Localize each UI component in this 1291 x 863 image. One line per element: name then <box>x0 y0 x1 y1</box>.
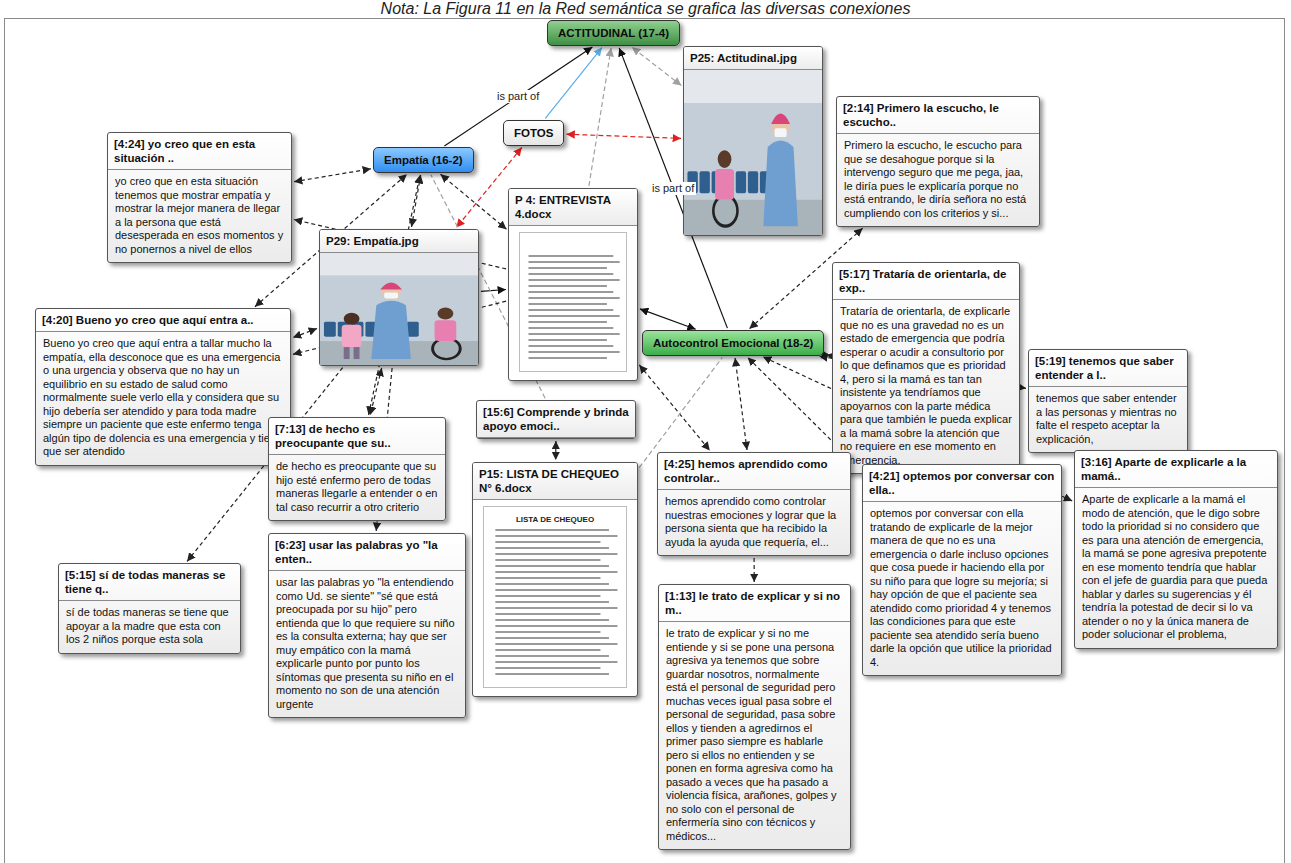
quotation-box: [6:23] usar las palabras yo "la enten..u… <box>268 533 466 718</box>
document-name: P25: Actitudinal.jpg <box>684 47 822 70</box>
quotation-heading: [4:24] yo creo que en esta situación .. <box>108 133 291 170</box>
image-document: P29: Empatía.jpg <box>319 229 479 366</box>
text-document: P 4: ENTREVISTA 4.docx <box>508 188 638 381</box>
photo <box>684 70 822 235</box>
text-document: P15: LISTA DE CHEQUEO N° 6.docxLISTA DE … <box>472 462 638 697</box>
quotation-body: optemos por conversar con ella tratando … <box>863 502 1061 675</box>
document-thumbnail <box>484 507 626 687</box>
quotation-heading: [4:21] optemos por conversar con ella.. <box>863 465 1061 502</box>
quotation-heading: [4:25] hemos aprendido como controlar.. <box>658 453 850 490</box>
code-name: Autocontrol Emocional (18-2) <box>653 337 813 349</box>
quotation-body: usar las palabras yo "la entendiendo com… <box>269 571 465 717</box>
connector <box>412 175 421 227</box>
document-page: LISTA DE CHEQUEO <box>483 506 627 688</box>
connector <box>441 174 507 229</box>
quotation-heading: [5:17] Trataría de orientarla, de exp.. <box>833 263 1019 300</box>
quotation-heading: [15:6] Comprende y brinda apoyo emoci.. <box>477 401 635 438</box>
photo <box>320 253 478 365</box>
code-name: Empatía (16-2) <box>384 154 463 166</box>
document-name: P15: LISTA DE CHEQUEO N° 6.docx <box>473 463 637 500</box>
quotation-box: [4:21] optemos por conversar con ella..o… <box>862 464 1062 676</box>
quotation-heading: [2:14] Primero la escucho, le escucho.. <box>837 97 1039 134</box>
figure-note: Nota: La Figura 11 en la Red semántica s… <box>0 0 1291 17</box>
document-thumbnail <box>520 233 626 371</box>
connector <box>444 47 592 146</box>
quotation-heading: [3:16] Aparte de explicarle a la mamá.. <box>1075 451 1277 488</box>
code-box: ACTITUDINAL (17-4) <box>547 20 680 46</box>
quotation-heading: [6:23] usar las palabras yo "la enten.. <box>269 534 465 571</box>
connector <box>370 368 382 415</box>
code-box: Empatía (16-2) <box>373 147 474 173</box>
connector <box>481 290 506 292</box>
document-title: LISTA DE CHEQUEO <box>484 515 626 524</box>
connector <box>826 355 830 357</box>
quotation-body: Trataría de orientarla, de explicarle qu… <box>833 300 1019 473</box>
connector <box>632 47 682 85</box>
quotation-body: Aparte de explicarle a la mamá el modo d… <box>1075 488 1277 648</box>
quotation-box: [15:6] Comprende y brinda apoyo emoci.. <box>476 400 636 439</box>
document-name: P29: Empatía.jpg <box>320 230 478 253</box>
quotation-body: yo creo que en esta situación tenemos qu… <box>108 170 291 262</box>
quotation-body: le trato de explicar y si no me entiende… <box>659 622 850 849</box>
connector <box>589 48 611 186</box>
connector <box>294 169 371 182</box>
quotation-heading: [7:13] de hecho es preocupante que su.. <box>269 418 445 455</box>
connector <box>566 134 681 138</box>
connector <box>640 309 696 329</box>
quotation-box: [3:16] Aparte de explicarle a la mamá..A… <box>1074 450 1278 649</box>
quotation-body: Primero la escucho, le escucho para que … <box>837 134 1039 226</box>
code-box: Autocontrol Emocional (18-2) <box>642 330 824 356</box>
connector <box>545 48 602 119</box>
document-name: P 4: ENTREVISTA 4.docx <box>509 189 637 226</box>
quotation-box: [4:25] hemos aprendido como controlar..h… <box>657 452 851 556</box>
connector <box>753 558 754 582</box>
connector <box>639 365 710 451</box>
code-name: FOTOS <box>514 127 553 139</box>
quotation-box: [1:13] le trato de explicar y si no m..l… <box>658 584 851 850</box>
quotation-box: [4:20] Bueno yo creo que aquí entra a..B… <box>35 308 291 466</box>
quotation-box: [5:15] sí de todas maneras se tiene q..s… <box>58 563 241 654</box>
connector <box>293 329 317 338</box>
edge-label: is part of <box>495 90 541 103</box>
quotation-heading: [1:13] le trato de explicar y si no m.. <box>659 585 850 622</box>
code-box: FOTOS <box>503 120 564 146</box>
quotation-heading: [5:19] tenemos que saber entender a l.. <box>1029 350 1187 387</box>
quotation-body: de hecho es preocupante que su hijo esté… <box>269 455 445 520</box>
connector <box>555 441 556 460</box>
quotation-box: [5:17] Trataría de orientarla, de exp..T… <box>832 262 1020 474</box>
quotation-body: Bueno yo creo que aquí entra a tallar mu… <box>36 332 290 465</box>
quotation-body: hemos aprendido como controlar nuestras … <box>658 490 850 555</box>
quotation-body: sí de todas maneras se tiene que apoyar … <box>59 601 240 653</box>
quotation-body: tenemos que saber entender a las persona… <box>1029 387 1187 452</box>
quotation-box: [5:19] tenemos que saber entender a l..t… <box>1028 349 1188 453</box>
connector <box>735 358 747 450</box>
quotation-heading: [5:15] sí de todas maneras se tiene q.. <box>59 564 240 601</box>
quotation-box: [2:14] Primero la escucho, le escucho..P… <box>836 96 1040 227</box>
document-page <box>519 232 627 372</box>
image-document: P25: Actitudinal.jpg <box>683 46 823 236</box>
edge-label: is part of <box>650 182 696 195</box>
quotation-heading: [4:20] Bueno yo creo que aquí entra a.. <box>36 309 290 332</box>
code-name: ACTITUDINAL (17-4) <box>558 27 669 39</box>
quotation-box: [7:13] de hecho es preocupante que su..d… <box>268 417 446 521</box>
quotation-box: [4:24] yo creo que en esta situación ..y… <box>107 132 292 263</box>
